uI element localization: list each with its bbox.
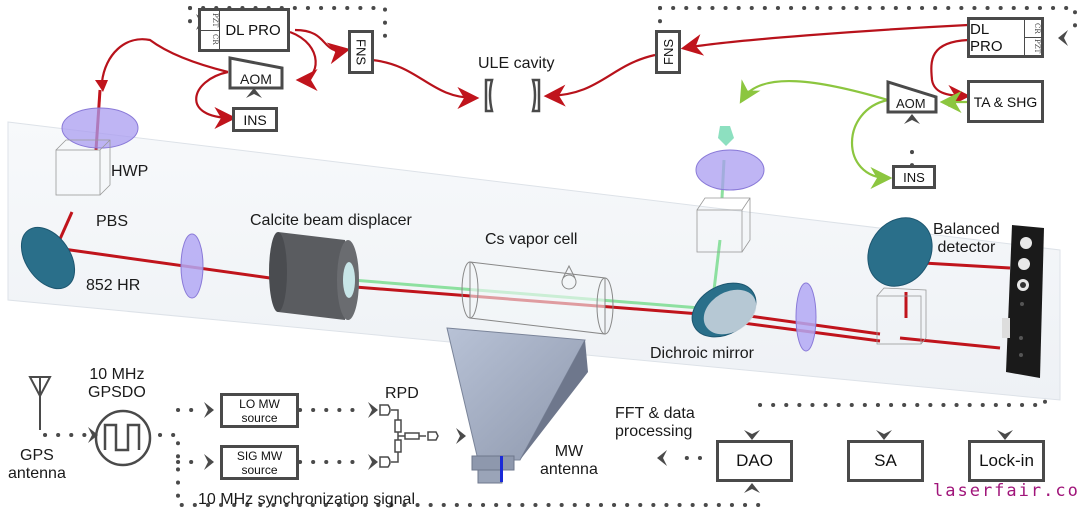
- watermark: laserfair.com: [933, 481, 1080, 501]
- sig-mw-source-box: SIG MW source: [220, 445, 299, 480]
- fns-right-label: FNS: [660, 39, 676, 65]
- hwp-top-left: [61, 107, 139, 149]
- aom-left-shape: [228, 56, 284, 90]
- aom-left-label: AOM: [240, 71, 272, 87]
- pbs-cube-coupling: [696, 197, 751, 253]
- cs-cell-label: Cs vapor cell: [485, 231, 578, 248]
- red-fiber-tip-left: [95, 80, 108, 92]
- ule-cavity: [484, 78, 541, 113]
- gps-antenna-line2: antenna: [8, 465, 66, 482]
- dao-box: DAO: [716, 440, 793, 482]
- hwp-label: HWP: [111, 163, 149, 180]
- dl-pro-right-box: DL PRO CR PZT: [967, 17, 1044, 58]
- fns-right-box: FNS: [655, 30, 681, 74]
- hr852-label: 852 HR: [86, 277, 141, 294]
- waveplate-1: [180, 233, 204, 299]
- hwp-coupling: [695, 149, 765, 191]
- mw-antenna-line2: antenna: [540, 461, 598, 478]
- mw-antenna-line1: MW: [554, 443, 584, 460]
- ins-left-box: INS: [232, 107, 278, 132]
- pbs-label: PBS: [96, 213, 129, 230]
- lockin-label: Lock-in: [979, 451, 1034, 470]
- dao-label: DAO: [736, 451, 773, 470]
- cr-tag: CR: [211, 34, 219, 46]
- coupling-lens: [718, 126, 734, 146]
- dichroic-label: Dichroic mirror: [650, 345, 754, 362]
- gpsdo-line2: GPSDO: [88, 384, 146, 401]
- lockin-box: Lock-in: [968, 440, 1045, 482]
- balanced-detector-line2: detector: [937, 239, 996, 256]
- rpd-network: [379, 404, 439, 468]
- gps-antenna-icon: [28, 376, 52, 430]
- fft-label: FFT & data processing: [615, 405, 695, 441]
- sync-signal-label: 10 MHz synchronization signal: [198, 491, 415, 508]
- ins-left-label: INS: [243, 111, 267, 128]
- sa-label: SA: [874, 451, 897, 470]
- mw-antenna-label: MW antenna: [540, 443, 598, 479]
- lo-mw-source-box: LO MW source: [220, 393, 299, 428]
- gpsdo-icon: [94, 409, 152, 467]
- ins-right-box: INS: [892, 165, 936, 189]
- coupling-fibers: [739, 79, 968, 189]
- cs-vapor-cell: [461, 261, 614, 335]
- sig-mw-label-1: SIG MW: [236, 448, 283, 463]
- sa-box: SA: [847, 440, 924, 482]
- balanced-detector-mirror: [867, 217, 933, 287]
- calcite-label: Calcite beam displacer: [250, 212, 412, 229]
- fft-line1: FFT & data: [615, 405, 695, 422]
- gpsdo-label: 10 MHz GPSDO: [88, 366, 146, 402]
- waveplate-2: [795, 282, 817, 352]
- gps-antenna-line1: GPS: [20, 447, 54, 464]
- pzt-tag: PZT: [201, 11, 219, 31]
- calcite-beam-displacer: [269, 232, 359, 320]
- pzt-tag-right: PZT: [1033, 39, 1041, 54]
- aom-right-shape: [886, 79, 938, 114]
- ta-shg-box: TA & SHG: [967, 80, 1044, 123]
- balanced-detector-line1: Balanced: [933, 221, 1000, 238]
- dl-pro-left-label: DL PRO: [225, 21, 281, 39]
- pbs-cube-right: [876, 287, 927, 345]
- pbs-cube-left: [55, 139, 111, 196]
- dl-pro-left-box: PZT CR DL PRO: [198, 8, 290, 52]
- aom-right-label: AOM: [896, 96, 926, 111]
- fft-line2: processing: [615, 423, 693, 440]
- ins-right-label: INS: [903, 169, 925, 185]
- ta-shg-label: TA & SHG: [973, 93, 1038, 110]
- cr-tag-right: CR: [1025, 20, 1041, 38]
- balanced-detector-body: [1002, 225, 1044, 378]
- fns-left-box: FNS: [348, 30, 374, 74]
- sig-mw-label-2: source: [241, 462, 278, 477]
- ule-cavity-label: ULE cavity: [478, 55, 555, 72]
- gps-antenna-label: GPS antenna: [8, 447, 66, 483]
- rpd-label: RPD: [385, 385, 419, 402]
- lo-mw-label-1: LO MW: [239, 396, 280, 411]
- fns-left-label: FNS: [353, 39, 369, 65]
- balanced-detector-label: Balanced detector: [933, 221, 1000, 257]
- hr852-mirror: [20, 226, 76, 290]
- gpsdo-line1: 10 MHz: [89, 366, 145, 383]
- dl-pro-right-label: DL PRO: [970, 20, 1003, 55]
- mw-horn-antenna: [446, 327, 588, 484]
- probe-fibers-left: [100, 28, 480, 129]
- lo-mw-label-2: source: [241, 410, 278, 425]
